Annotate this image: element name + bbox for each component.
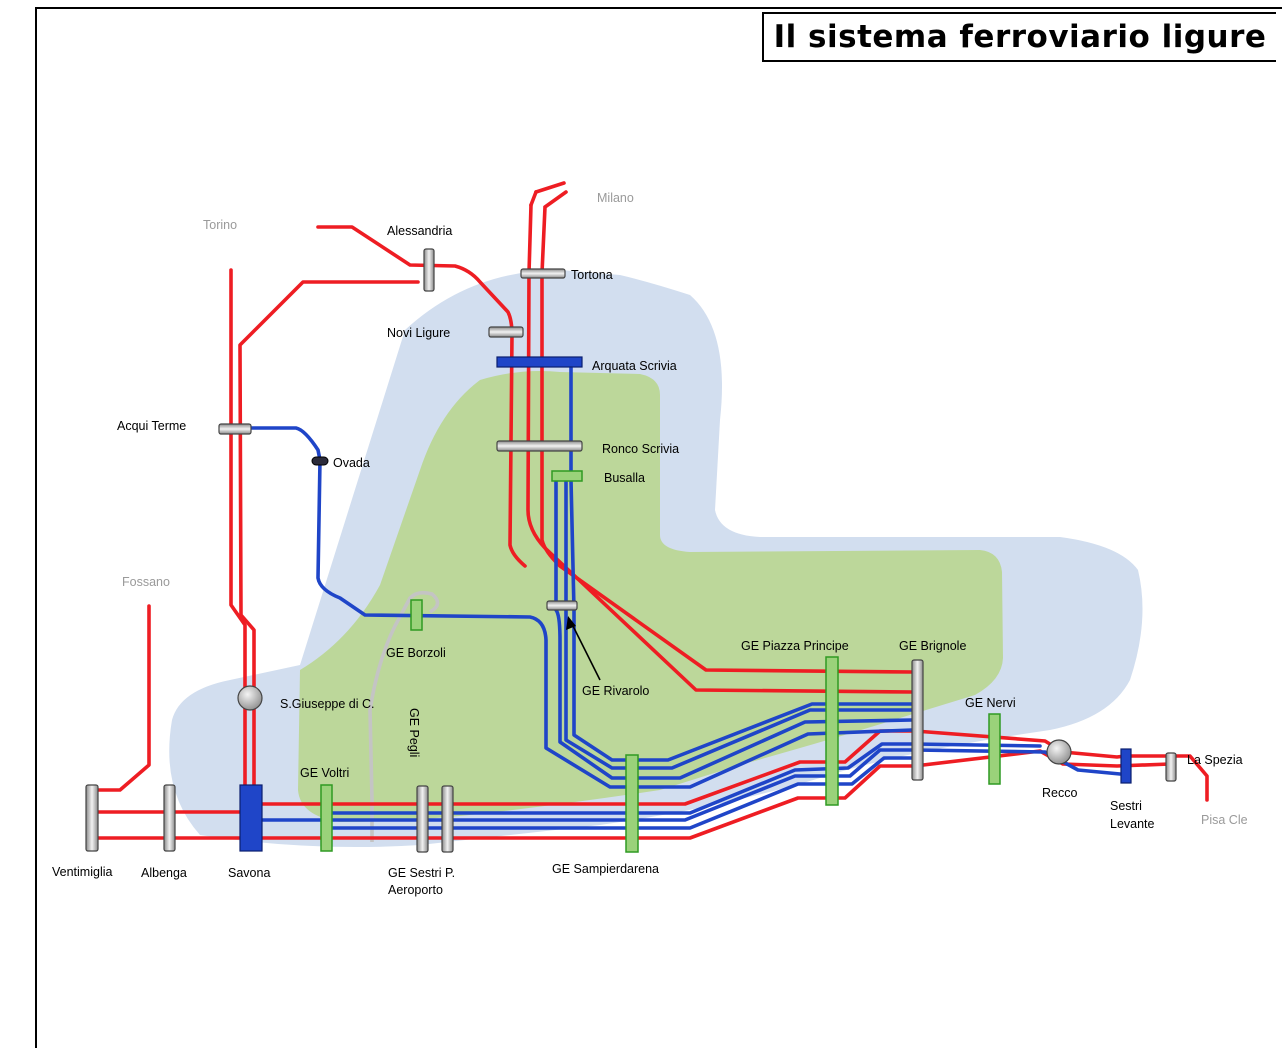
coastal-blue-1: [260, 748, 1122, 822]
ovada-station[interactable]: [311, 456, 329, 466]
rivarolo-arrow: [571, 623, 601, 681]
nervi-label: GE Nervi: [965, 696, 1016, 710]
sestri-ponente-station[interactable]: [416, 785, 429, 853]
title-box: Il sistema ferroviario ligure: [762, 12, 1276, 62]
acqui-station[interactable]: [218, 423, 252, 435]
rivarolo-station[interactable]: [546, 600, 578, 611]
recco-label: Recco: [1042, 786, 1077, 800]
busalla-station[interactable]: [551, 470, 583, 482]
voltri-label: GE Voltri: [300, 766, 349, 780]
fossano-line-red: [92, 604, 151, 792]
brignole-label: GE Brignole: [899, 639, 966, 653]
page-title: Il sistema ferroviario ligure: [773, 19, 1267, 55]
spezia-label: La Spezia: [1187, 753, 1243, 767]
sgiuseppe-label: S.Giuseppe di C.: [280, 697, 375, 711]
brignole-station[interactable]: [911, 659, 924, 781]
arquata-blue: [569, 360, 914, 762]
alessandria-station[interactable]: [423, 248, 435, 292]
spezia-station[interactable]: [1165, 752, 1177, 782]
albenga-station[interactable]: [163, 784, 176, 852]
novi-station[interactable]: [488, 326, 524, 338]
sestri-levante-label-1: Sestri: [1110, 799, 1142, 813]
aeroporto-label: Aeroporto: [388, 883, 443, 897]
aeroporto-station[interactable]: [441, 785, 454, 853]
savona-label: Savona: [228, 866, 270, 880]
acqui-label: Acqui Terme: [117, 419, 186, 433]
sampierdarena-station[interactable]: [625, 754, 639, 853]
borzoli-connection: [368, 590, 440, 842]
tortona-station[interactable]: [520, 268, 566, 279]
novi-label: Novi Ligure: [387, 326, 450, 340]
ronco-station[interactable]: [496, 440, 583, 452]
savona-station[interactable]: [239, 784, 263, 852]
sgiuseppe-station[interactable]: [237, 685, 263, 711]
pegli-label: GE Pegli: [407, 708, 421, 757]
sestri-ponente-label: GE Sestri P.: [388, 866, 455, 880]
sampierdarena-label: GE Sampierdarena: [552, 862, 659, 876]
rivarolo-label: GE Rivarolo: [582, 684, 649, 698]
principe-station[interactable]: [825, 656, 839, 806]
frame-border: [35, 7, 1282, 1048]
arrow-head-icon: [566, 616, 576, 630]
torino-label: Torino: [203, 218, 237, 232]
tortona-label: Tortona: [571, 268, 613, 282]
fossano-label: Fossano: [122, 575, 170, 589]
pisa-label: Pisa Cle: [1201, 813, 1248, 827]
arquata-station[interactable]: [496, 356, 583, 368]
ventimiglia-station[interactable]: [85, 784, 99, 852]
alessandria-line-red: [316, 225, 527, 568]
voltri-station[interactable]: [320, 784, 333, 852]
sestri-levante-station[interactable]: [1120, 748, 1132, 784]
borzoli-station[interactable]: [410, 599, 423, 631]
milano-line-red-1: [534, 181, 566, 194]
recco-station[interactable]: [1046, 739, 1072, 765]
borzoli-label: GE Borzoli: [386, 646, 446, 660]
principe-label: GE Piazza Principe: [741, 639, 849, 653]
ventimiglia-label: Ventimiglia: [52, 865, 112, 879]
busalla-label: Busalla: [604, 471, 645, 485]
arquata-label: Arquata Scrivia: [592, 359, 677, 373]
ronco-label: Ronco Scrivia: [602, 442, 679, 456]
torino-alessandria-red: [238, 280, 420, 792]
milano-line-red-3: [540, 190, 914, 674]
alessandria-label: Alessandria: [387, 224, 452, 238]
sestri-levante-label-2: Levante: [1110, 817, 1155, 831]
albenga-label: Albenga: [141, 866, 187, 880]
milano-line-red-4: [529, 190, 538, 207]
nervi-station[interactable]: [988, 713, 1001, 785]
milano-label: Milano: [597, 191, 634, 205]
ovada-label: Ovada: [333, 456, 370, 470]
acqui-ovada-blue: [246, 426, 914, 789]
